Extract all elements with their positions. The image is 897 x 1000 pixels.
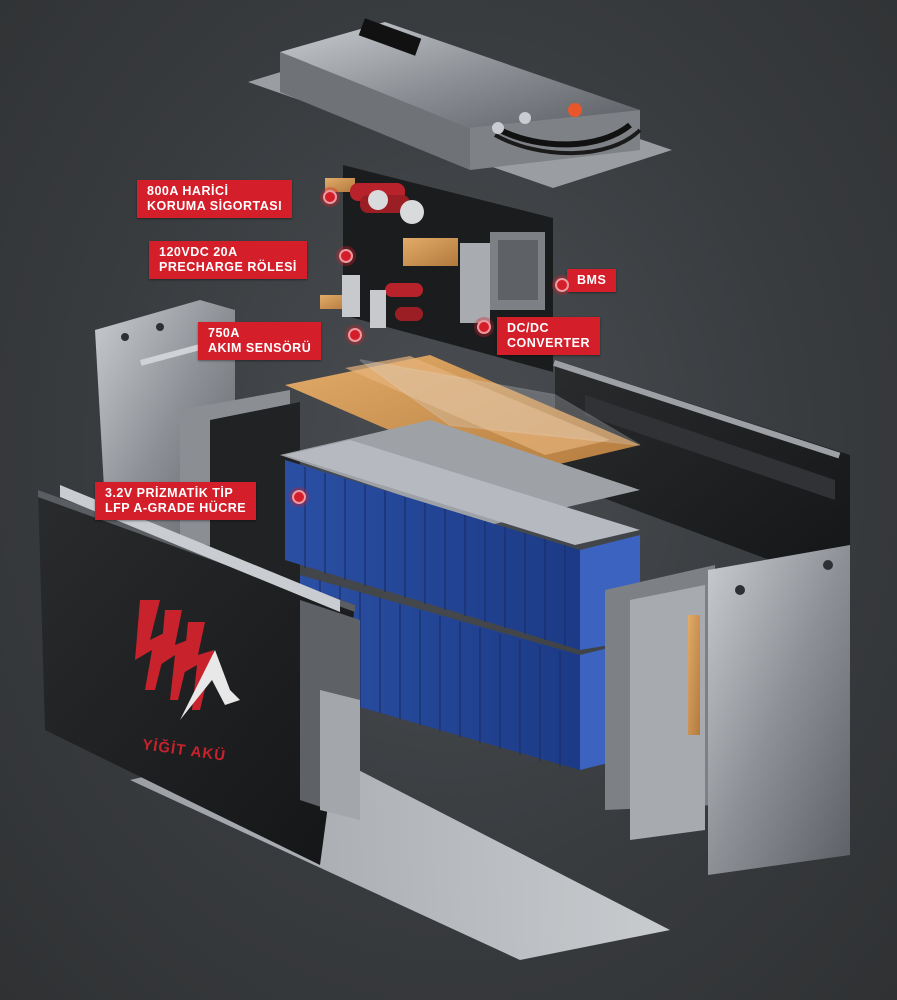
label-precharge-line-2: PRECHARGE RÖLESİ — [159, 260, 297, 274]
label-precharge-marker — [339, 249, 353, 263]
label-fuse: 800A HARİCİ KORUMA SİGORTASI — [137, 180, 293, 218]
label-current-sensor: 750A AKIM SENSÖRÜ — [198, 322, 322, 360]
label-bms-marker — [555, 278, 569, 292]
label-dcdc: DC/DC CONVERTER — [497, 317, 600, 355]
label-cell: 3.2V PRİZMATİK TİP LFP A-GRADE HÜCRE — [95, 482, 257, 520]
label-cell-line-2: LFP A-GRADE HÜCRE — [105, 501, 247, 515]
label-current-sensor-line-1: 750A — [208, 326, 240, 340]
lightning-mountain-logo — [135, 600, 240, 720]
label-current-sensor-line-2: AKIM SENSÖRÜ — [208, 341, 312, 355]
label-bms-line-1: BMS — [577, 273, 607, 287]
right-end-panel — [605, 545, 850, 875]
label-dcdc-marker — [477, 320, 491, 334]
label-current-sensor-marker — [348, 328, 362, 342]
top-inverter-unit — [248, 18, 672, 188]
label-dcdc-line-2: CONVERTER — [507, 336, 590, 350]
label-dcdc-line-1: DC/DC — [507, 321, 550, 335]
label-fuse-line-1: 800A HARİCİ — [147, 184, 229, 198]
label-cell-line-1: 3.2V PRİZMATİK TİP — [105, 486, 234, 500]
label-precharge: 120VDC 20A PRECHARGE RÖLESİ — [149, 241, 307, 279]
label-fuse-line-2: KORUMA SİGORTASI — [147, 199, 283, 213]
clear-insulator-sheet — [359, 359, 641, 446]
label-precharge-line-1: 120VDC 20A — [159, 245, 238, 259]
front-metal-strip — [320, 690, 360, 820]
right-long-panel — [553, 360, 850, 590]
label-cell-marker — [292, 490, 306, 504]
label-bms: BMS — [567, 269, 617, 292]
label-fuse-marker — [323, 190, 337, 204]
copper-busbar-sheet-2 — [345, 356, 610, 455]
